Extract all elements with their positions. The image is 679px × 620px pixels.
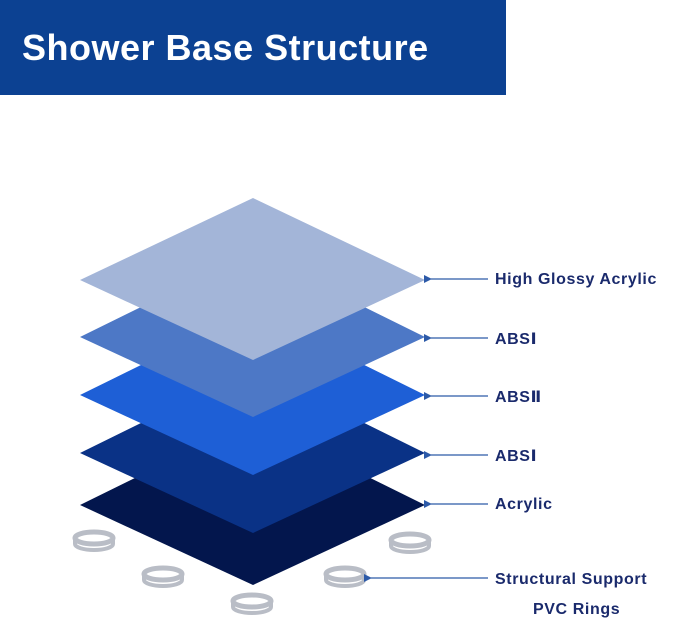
label-structural-support: Structural Support [495, 571, 647, 588]
title-banner: Shower Base Structure [0, 0, 506, 95]
label-abs-2: ABSⅡ [495, 389, 542, 406]
layer-high-glossy-acrylic [80, 198, 425, 360]
label-abs-1-lower: ABSⅠ [495, 448, 537, 465]
support-ring [388, 531, 432, 554]
label-high-glossy-acrylic: High Glossy Acrylic [495, 271, 657, 288]
label-abs-1-upper: ABSⅠ [495, 331, 537, 348]
support-ring [230, 592, 274, 615]
support-ring [323, 565, 367, 588]
support-ring [72, 529, 116, 552]
support-ring [141, 565, 185, 588]
page-title: Shower Base Structure [22, 26, 429, 68]
label-pvc-rings: PVC Rings [533, 601, 620, 618]
label-acrylic: Acrylic [495, 496, 553, 513]
